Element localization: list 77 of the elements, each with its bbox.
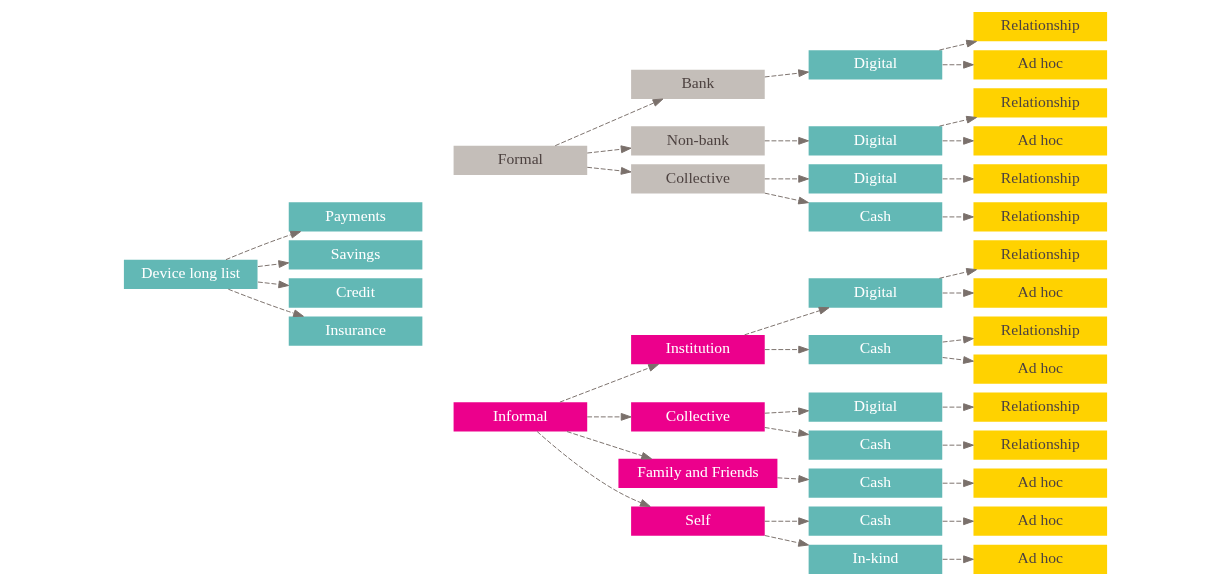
arrow bbox=[942, 175, 974, 183]
node-box: Insurance bbox=[288, 316, 423, 346]
arrow bbox=[942, 403, 974, 411]
arrow bbox=[227, 288, 304, 318]
node-box: Informal bbox=[453, 402, 588, 432]
arrow bbox=[764, 192, 809, 205]
node-box: Relationship bbox=[973, 430, 1108, 460]
node-box: Non-bank bbox=[631, 126, 765, 156]
node-box: Family and Friends bbox=[618, 458, 778, 489]
arrow bbox=[942, 479, 974, 488]
arrow bbox=[942, 213, 974, 221]
arrow bbox=[942, 335, 974, 344]
arrow bbox=[764, 175, 809, 183]
node-box: Cash bbox=[808, 430, 943, 460]
arrow bbox=[776, 475, 810, 483]
node-box: Ad hoc bbox=[973, 126, 1108, 156]
node-box: Ad hoc bbox=[973, 544, 1108, 574]
arrow bbox=[225, 230, 302, 261]
node-box: Relationship bbox=[973, 164, 1108, 194]
arrow bbox=[764, 427, 809, 437]
node-box: Relationship bbox=[973, 392, 1108, 422]
node-box: Cash bbox=[808, 506, 943, 536]
node-box: Ad hoc bbox=[973, 468, 1108, 498]
arrow bbox=[938, 39, 977, 51]
node-box: Credit bbox=[288, 278, 423, 308]
node-box: Relationship bbox=[973, 316, 1108, 346]
arrow bbox=[938, 268, 977, 279]
node-box: Savings bbox=[288, 240, 423, 270]
arrow bbox=[586, 166, 632, 175]
arrow bbox=[938, 115, 977, 127]
arrow bbox=[536, 431, 651, 507]
node-box: Relationship bbox=[973, 202, 1108, 232]
arrow bbox=[764, 517, 809, 526]
arrow bbox=[764, 69, 809, 78]
node-box: Collective bbox=[631, 164, 765, 194]
node-box: Digital bbox=[808, 164, 943, 194]
arrow bbox=[566, 431, 652, 460]
node-box: Cash bbox=[808, 468, 943, 498]
node-box: Collective bbox=[631, 402, 765, 432]
node-box: Ad hoc bbox=[973, 50, 1108, 80]
node-box: Relationship bbox=[973, 88, 1108, 118]
node-box: Digital bbox=[808, 126, 943, 156]
arrow bbox=[764, 136, 809, 145]
arrow bbox=[764, 535, 809, 547]
arrow bbox=[586, 145, 632, 154]
arrow bbox=[764, 345, 809, 354]
node-box: Digital bbox=[808, 50, 943, 80]
node-box: Relationship bbox=[973, 12, 1108, 42]
arrow bbox=[942, 136, 974, 145]
node-box: Cash bbox=[808, 202, 943, 232]
node-box: Ad hoc bbox=[973, 506, 1108, 536]
arrow bbox=[257, 280, 290, 289]
node-box: Ad hoc bbox=[973, 354, 1108, 384]
arrow bbox=[942, 517, 974, 526]
node-box: Digital bbox=[808, 278, 943, 308]
node-box: Ad hoc bbox=[973, 278, 1108, 308]
arrow bbox=[559, 363, 659, 403]
node-box: Relationship bbox=[973, 240, 1108, 270]
node-box: Institution bbox=[631, 334, 765, 365]
node-box: Cash bbox=[808, 334, 943, 365]
arrow bbox=[942, 356, 974, 364]
arrow bbox=[942, 289, 974, 297]
node-box: Payments bbox=[288, 202, 423, 232]
node-box: Device long list bbox=[123, 259, 258, 290]
node-box: Digital bbox=[808, 392, 943, 422]
arrow bbox=[764, 407, 809, 416]
node-box: Bank bbox=[631, 69, 765, 99]
node-box: Self bbox=[631, 506, 765, 536]
node-box: In-kind bbox=[808, 544, 943, 574]
arrow bbox=[554, 98, 664, 147]
arrow bbox=[586, 412, 632, 421]
arrow bbox=[257, 260, 290, 268]
arrow bbox=[942, 60, 974, 69]
arrow bbox=[942, 441, 974, 450]
arrow bbox=[942, 555, 974, 564]
node-box: Formal bbox=[453, 145, 588, 175]
arrow bbox=[744, 306, 830, 336]
